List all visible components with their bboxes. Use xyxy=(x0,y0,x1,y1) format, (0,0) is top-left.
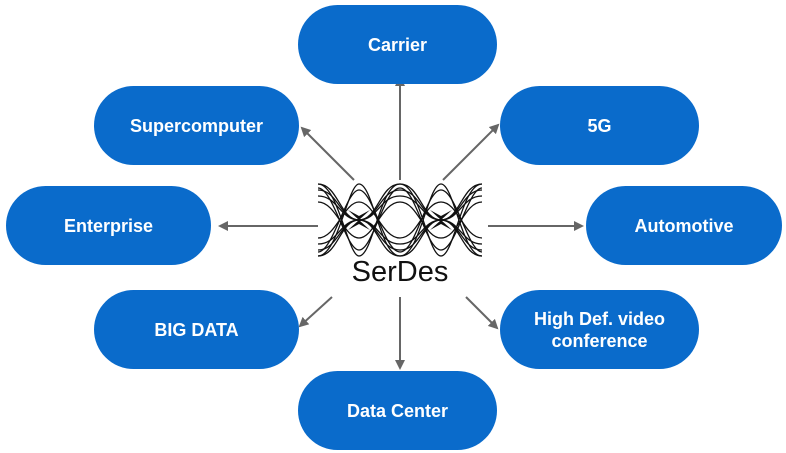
arrow-to-5g xyxy=(442,123,500,181)
node-5g: 5G xyxy=(500,86,699,165)
node-hd-video-conference: High Def. video conference xyxy=(500,290,699,369)
serdes-label: SerDes xyxy=(351,256,449,288)
node-data-center: Data Center xyxy=(298,371,497,450)
eye-diagram-icon xyxy=(318,183,482,257)
node-automotive: Automotive xyxy=(586,186,782,265)
arrow-to-supercomputer xyxy=(300,126,355,181)
node-carrier: Carrier xyxy=(298,5,497,84)
arrow-to-bigdata xyxy=(298,296,333,328)
arrow-to-hdvideo xyxy=(465,296,499,330)
node-bigdata: BIG DATA xyxy=(94,290,299,369)
node-enterprise: Enterprise xyxy=(6,186,211,265)
node-supercomputer: Supercomputer xyxy=(94,86,299,165)
